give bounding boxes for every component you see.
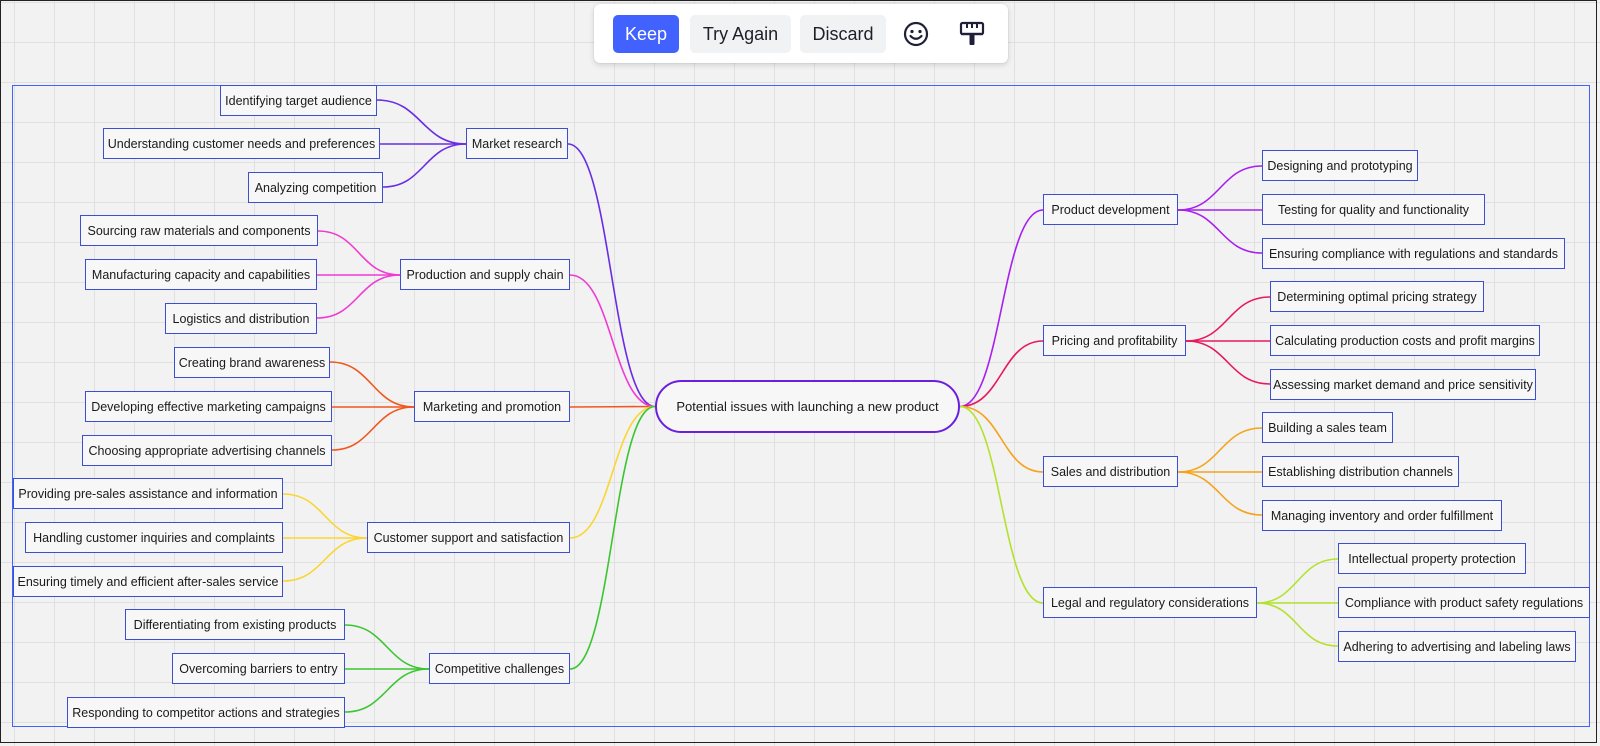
connector-branch-right-3-0 bbox=[1256, 558, 1339, 604]
connector-branch-right-1-2 bbox=[1185, 340, 1271, 385]
connector-branch-right-0-2 bbox=[1177, 209, 1263, 254]
connector-root-left-3 bbox=[569, 405, 656, 539]
branch-node-left-3[interactable]: Customer support and satisfaction bbox=[367, 522, 570, 553]
keep-button[interactable]: Keep bbox=[613, 15, 679, 53]
connector-branch-left-3-0 bbox=[282, 493, 368, 539]
emoji-feedback-icon[interactable] bbox=[900, 18, 932, 50]
leaf-node-right-1-2[interactable]: Assessing market demand and price sensit… bbox=[1270, 369, 1536, 400]
leaf-node-right-3-0[interactable]: Intellectual property protection bbox=[1338, 543, 1526, 574]
branch-node-left-4[interactable]: Competitive challenges bbox=[429, 653, 570, 684]
ai-result-toolbar: Keep Try Again Discard bbox=[594, 4, 1008, 63]
branch-node-right-2[interactable]: Sales and distribution bbox=[1043, 456, 1178, 487]
leaf-node-right-0-1[interactable]: Testing for quality and functionality bbox=[1262, 194, 1485, 225]
leaf-node-right-3-1[interactable]: Compliance with product safety regulatio… bbox=[1338, 587, 1590, 618]
connector-root-right-1 bbox=[959, 340, 1044, 408]
leaf-node-left-4-1[interactable]: Overcoming barriers to entry bbox=[172, 653, 345, 684]
leaf-node-right-2-0[interactable]: Building a sales team bbox=[1262, 412, 1393, 443]
connector-root-right-3 bbox=[959, 405, 1044, 604]
mindmap-root-node[interactable]: Potential issues with launching a new pr… bbox=[655, 380, 960, 433]
connector-root-left-4 bbox=[569, 405, 656, 670]
leaf-node-left-3-2[interactable]: Ensuring timely and efficient after-sale… bbox=[13, 566, 283, 597]
branch-node-left-0[interactable]: Market research bbox=[466, 128, 568, 159]
discard-button[interactable]: Discard bbox=[800, 15, 886, 53]
branch-node-right-0[interactable]: Product development bbox=[1043, 194, 1178, 225]
connector-branch-left-1-2 bbox=[316, 274, 401, 319]
connector-root-right-0 bbox=[959, 209, 1044, 408]
leaf-node-right-3-2[interactable]: Adhering to advertising and labeling law… bbox=[1338, 631, 1576, 662]
leaf-node-right-1-0[interactable]: Determining optimal pricing strategy bbox=[1270, 281, 1484, 312]
branch-node-right-1[interactable]: Pricing and profitability bbox=[1043, 325, 1186, 356]
connector-branch-left-2-0 bbox=[329, 361, 415, 408]
leaf-node-left-1-0[interactable]: Sourcing raw materials and components bbox=[80, 215, 318, 246]
connector-root-left-0 bbox=[567, 143, 656, 408]
connector-branch-left-2-2 bbox=[331, 406, 415, 451]
connector-branch-left-0-2 bbox=[382, 143, 467, 188]
leaf-node-left-0-0[interactable]: Identifying target audience bbox=[220, 85, 377, 116]
connector-branch-left-4-0 bbox=[344, 624, 430, 670]
branch-node-left-1[interactable]: Production and supply chain bbox=[400, 259, 570, 290]
leaf-node-left-1-2[interactable]: Logistics and distribution bbox=[165, 303, 317, 334]
format-brush-icon[interactable] bbox=[956, 18, 988, 50]
leaf-node-left-4-0[interactable]: Differentiating from existing products bbox=[125, 609, 345, 640]
leaf-node-right-0-0[interactable]: Designing and prototyping bbox=[1262, 150, 1418, 181]
connector-branch-right-2-2 bbox=[1177, 471, 1263, 516]
branch-node-right-3[interactable]: Legal and regulatory considerations bbox=[1043, 587, 1257, 618]
connector-branch-right-1-0 bbox=[1185, 296, 1271, 342]
leaf-node-left-0-2[interactable]: Analyzing competition bbox=[248, 172, 383, 203]
connector-root-right-2 bbox=[959, 405, 1044, 473]
leaf-node-right-0-2[interactable]: Ensuring compliance with regulations and… bbox=[1262, 238, 1565, 269]
connector-branch-left-0-0 bbox=[376, 99, 467, 145]
connector-branch-right-2-0 bbox=[1177, 427, 1263, 473]
leaf-node-left-1-1[interactable]: Manufacturing capacity and capabilities bbox=[85, 259, 317, 290]
connector-branch-left-3-2 bbox=[282, 537, 368, 582]
try-again-button[interactable]: Try Again bbox=[690, 15, 791, 53]
leaf-node-left-3-0[interactable]: Providing pre-sales assistance and infor… bbox=[13, 478, 283, 509]
leaf-node-left-2-1[interactable]: Developing effective marketing campaigns bbox=[85, 391, 332, 422]
leaf-node-left-2-0[interactable]: Creating brand awareness bbox=[174, 347, 330, 378]
leaf-node-left-0-1[interactable]: Understanding customer needs and prefere… bbox=[103, 128, 380, 159]
connector-branch-right-3-2 bbox=[1256, 602, 1339, 647]
connector-branch-right-0-0 bbox=[1177, 165, 1263, 211]
connector-branch-left-4-2 bbox=[344, 668, 430, 713]
branch-node-left-2[interactable]: Marketing and promotion bbox=[414, 391, 570, 422]
leaf-node-right-2-1[interactable]: Establishing distribution channels bbox=[1262, 456, 1459, 487]
leaf-node-right-1-1[interactable]: Calculating production costs and profit … bbox=[1270, 325, 1540, 356]
leaf-node-left-4-2[interactable]: Responding to competitor actions and str… bbox=[67, 697, 345, 728]
leaf-node-left-2-2[interactable]: Choosing appropriate advertising channel… bbox=[82, 435, 332, 466]
connector-root-left-2 bbox=[569, 405, 656, 408]
connector-root-left-1 bbox=[569, 274, 656, 408]
connector-branch-left-1-0 bbox=[317, 230, 401, 276]
leaf-node-left-3-1[interactable]: Handling customer inquiries and complain… bbox=[25, 522, 283, 553]
leaf-node-right-2-2[interactable]: Managing inventory and order fulfillment bbox=[1262, 500, 1502, 531]
